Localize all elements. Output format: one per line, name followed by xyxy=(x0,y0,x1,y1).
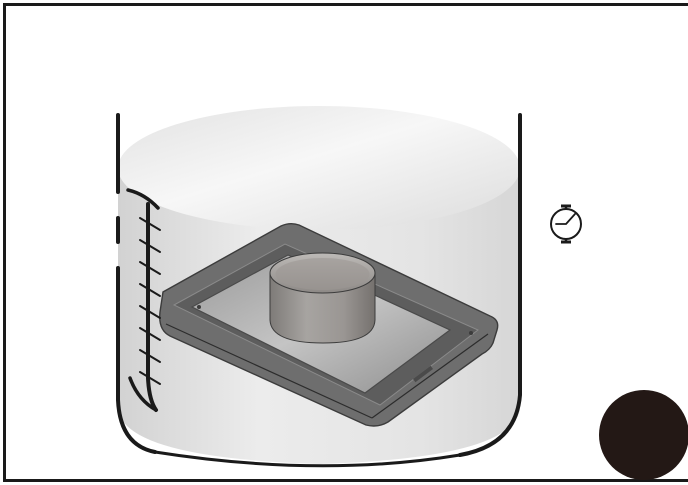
scale-tick xyxy=(139,305,161,319)
device-button xyxy=(413,365,433,383)
device-screw xyxy=(469,331,473,335)
scale-tick xyxy=(139,327,161,341)
stopwatch-hands xyxy=(555,213,576,225)
water-surface xyxy=(118,106,520,230)
device-edge-line xyxy=(165,323,489,419)
cylinder-icon xyxy=(269,252,376,344)
scale-tick xyxy=(139,239,161,253)
scale-tick xyxy=(139,349,161,363)
scale-bottom-cap xyxy=(128,376,158,412)
container-wall-left-bottom xyxy=(116,266,157,454)
scale-tick xyxy=(139,371,161,385)
container-icon xyxy=(116,113,522,468)
indicator-dot-icon xyxy=(599,390,688,480)
stopwatch-icon xyxy=(550,204,582,244)
scale-tick xyxy=(139,217,161,231)
measuring-scale xyxy=(126,188,161,412)
cylinder-top-inner xyxy=(275,258,370,290)
scale-top-cap xyxy=(126,188,160,210)
device-screw xyxy=(197,305,201,309)
container-wall-right xyxy=(458,113,522,457)
scale-tick xyxy=(139,261,161,275)
scale-tick xyxy=(139,283,161,297)
container-bottom xyxy=(153,450,462,468)
